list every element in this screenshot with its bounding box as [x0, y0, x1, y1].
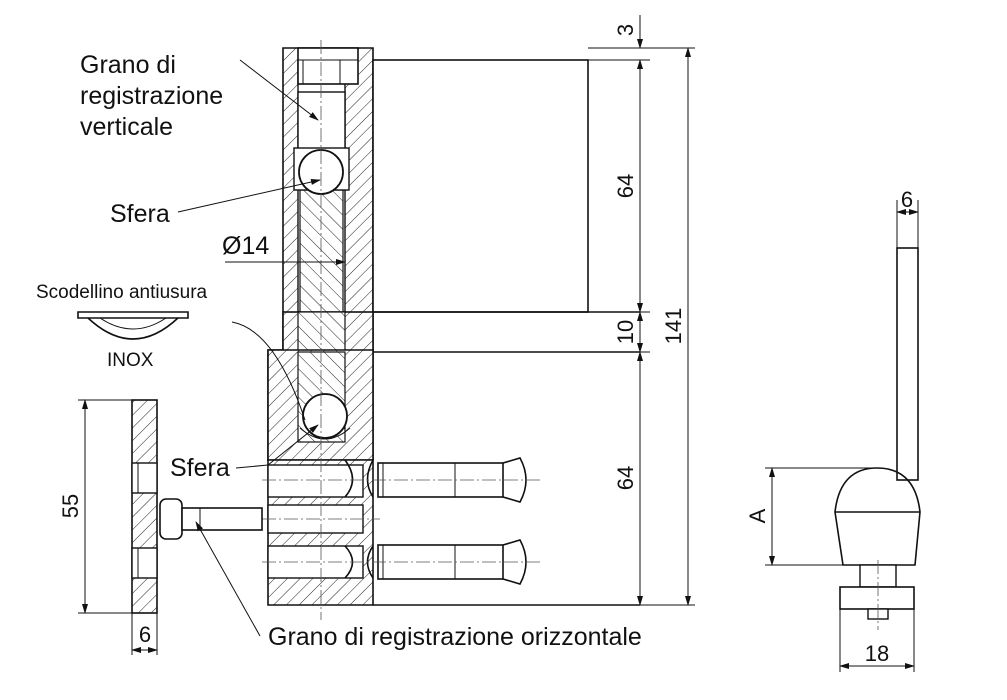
label-vertical-screw-3: verticale [80, 113, 173, 141]
label-vertical-screw-1: Grano di [80, 51, 176, 79]
leader-lines [177, 59, 321, 637]
label-cup: Scodellino antiusura [36, 282, 208, 303]
label-ball-bottom: Sfera [170, 454, 230, 482]
label-diameter: Ø14 [222, 232, 269, 260]
horizontal-screw [159, 498, 263, 540]
dim-lower-length: 64 [613, 466, 638, 490]
dim-middle-gap: 10 [613, 320, 638, 344]
dimension-lines [78, 15, 919, 672]
annotation-labels: Grano di registrazione verticale Sfera Ø… [36, 51, 642, 651]
dim-plate-thickness: 6 [139, 622, 151, 647]
label-vertical-screw-2: registrazione [80, 82, 223, 110]
label-horizontal-screw: Grano di registrazione orizzontale [268, 623, 642, 651]
dimension-values: 3 64 10 64 141 55 6 6 A 18 [58, 24, 913, 666]
dim-plate-height: 55 [58, 494, 83, 518]
label-ball-top: Sfera [110, 200, 170, 228]
dim-pin-width: 6 [901, 187, 913, 212]
side-plate-view [131, 399, 158, 614]
pin-side-view [834, 247, 921, 630]
main-section-view [262, 40, 640, 620]
dim-upper-length: 64 [613, 174, 638, 198]
label-cup-material: INOX [107, 350, 154, 371]
wear-cup-view [77, 311, 189, 340]
dim-head-height: A [745, 508, 770, 523]
dim-total-height: 141 [661, 308, 686, 345]
dim-top-gap: 3 [613, 24, 638, 36]
dim-base-width: 18 [865, 641, 889, 666]
